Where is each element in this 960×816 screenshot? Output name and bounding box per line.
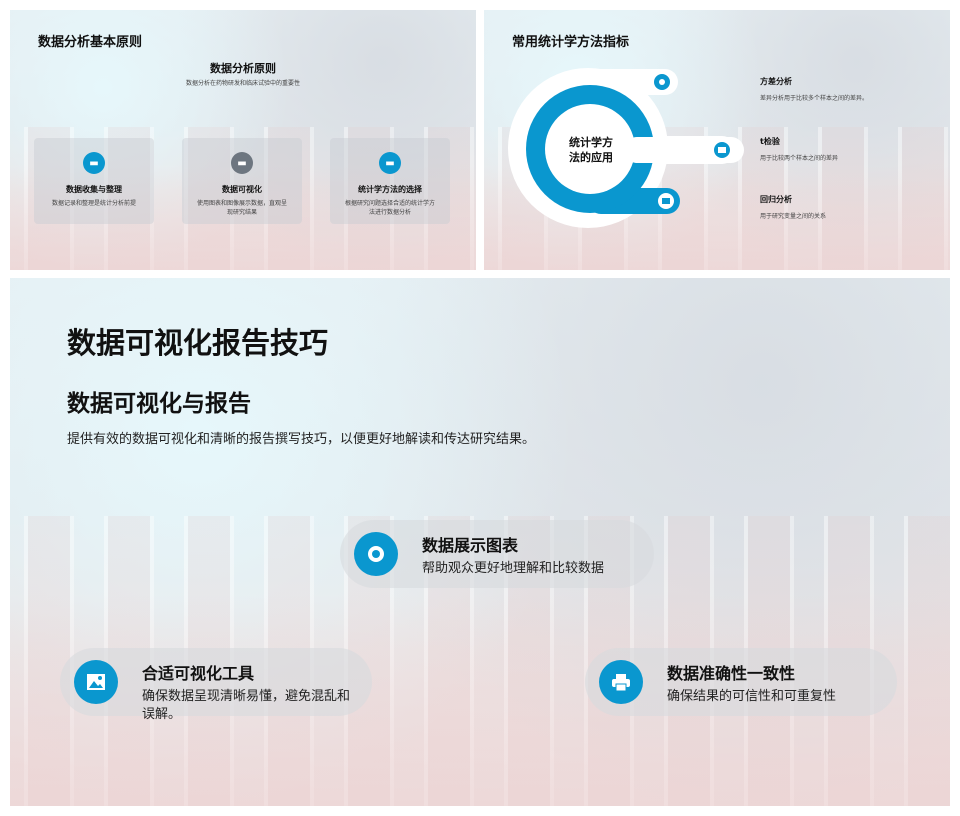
- method-diagram: [508, 68, 744, 228]
- slide-title: 数据可视化报告技巧: [67, 326, 329, 360]
- tip-title: 数据准确性一致性: [667, 664, 796, 683]
- sofa-icon: ▬: [83, 152, 105, 174]
- tip-title: 合适可视化工具: [142, 664, 255, 683]
- card-desc: 数据记录和整理是统计分析前提: [51, 200, 136, 207]
- center-label: 统计学方法的应用: [569, 136, 613, 164]
- slide-thumbnail-2[interactable]: 常用统计学方法指标 统计学方法的应用 方差分析差异分析用于比较多个样本之间的差异…: [484, 10, 950, 270]
- principle-card: ▬ 数据可视化使用图表和图像展示数据，直观呈现研究结果: [182, 138, 302, 224]
- image-icon: [74, 660, 118, 704]
- card-title: 数据可视化: [222, 185, 262, 194]
- card-desc: 根据研究问题选择合适的统计学方法进行数据分析: [344, 200, 435, 216]
- description: 提供有效的数据可视化和清晰的报告撰写技巧，以便更好地解读和传达研究结果。: [67, 432, 536, 447]
- slide-title: 常用统计学方法指标: [512, 35, 630, 50]
- subtitle: 数据分析在药物研发和临床试验中的重要性: [185, 80, 300, 87]
- method-item: t检验用于比较两个样本之间的差异: [760, 137, 839, 162]
- card-desc: 使用图表和图像展示数据，直观呈现研究结果: [196, 200, 287, 216]
- main-slide: 数据可视化报告技巧 数据可视化与报告 提供有效的数据可视化和清晰的报告撰写技巧，…: [10, 278, 950, 806]
- principle-card: ▬ 统计学方法的选择根据研究问题选择合适的统计学方法进行数据分析: [330, 138, 450, 224]
- card-title: 数据收集与整理: [66, 185, 122, 194]
- heading: 数据可视化与报告: [67, 391, 251, 417]
- sofa-icon: ▬: [379, 152, 401, 174]
- method-item: 回归分析用于研究变量之间的关系: [760, 195, 827, 220]
- target-icon: [354, 532, 398, 576]
- card-title: 统计学方法的选择: [358, 185, 422, 194]
- tip-card: 数据准确性一致性 确保结果的可信性和可重复性: [585, 648, 897, 716]
- tip-desc: 帮助观众更好地理解和比较数据: [422, 561, 605, 576]
- slide-thumbnail-1[interactable]: 数据分析基本原则 数据分析原则 数据分析在药物研发和临床试验中的重要性 ▬ 数据收…: [10, 10, 476, 270]
- tip-card: 数据展示图表 帮助观众更好地理解和比较数据: [340, 520, 654, 588]
- tip-desc: 确保结果的可信性和可重复性: [667, 689, 837, 704]
- tip-desc: 确保数据呈现清晰易懂，避免混乱和误解。: [142, 689, 351, 722]
- method-item: 方差分析差异分析用于比较多个样本之间的差异。: [760, 77, 869, 102]
- sofa-icon: ▬: [231, 152, 253, 174]
- printer-icon: [599, 660, 643, 704]
- principle-card: ▬ 数据收集与整理数据记录和整理是统计分析前提: [34, 138, 154, 224]
- slide-title: 数据分析基本原则: [38, 35, 143, 50]
- heading: 数据分析原则: [210, 62, 276, 75]
- tip-title: 数据展示图表: [422, 536, 519, 555]
- tip-card: 合适可视化工具 确保数据呈现清晰易懂，避免混乱和误解。: [60, 648, 372, 722]
